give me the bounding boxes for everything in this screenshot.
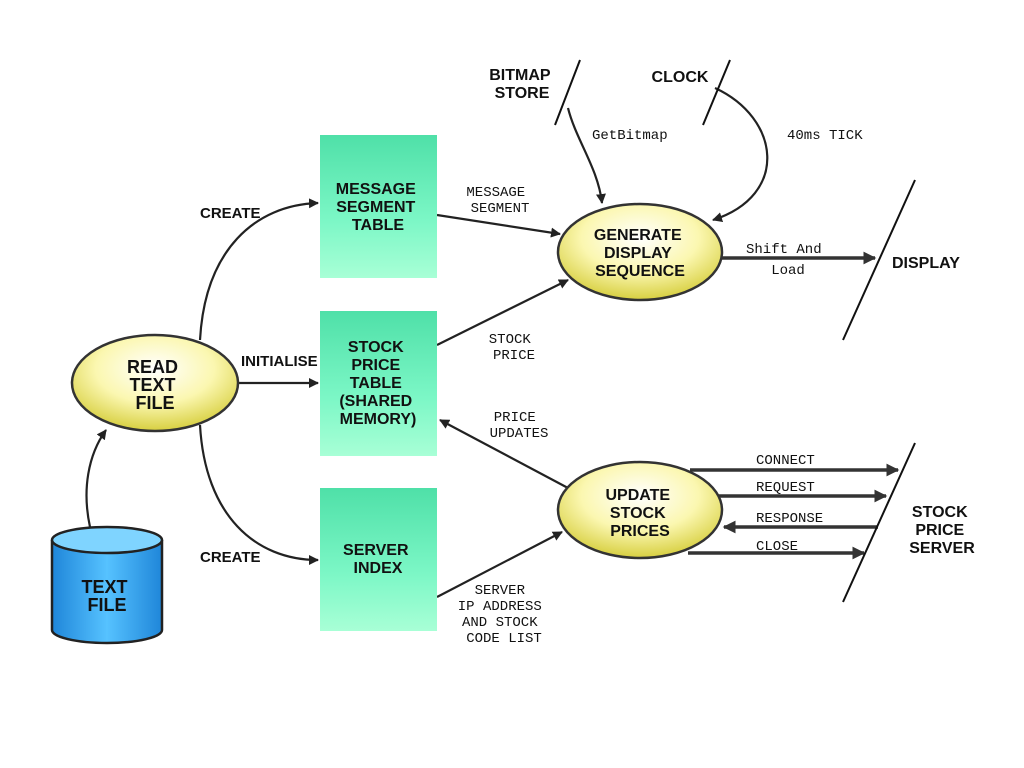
svg-text:UPDATE STOCK PRICE: UPDATE STOCK PRICES [605,487,674,540]
flow-label-response: RESPONSE [756,511,823,527]
read-text-file-label-3: FILE [136,393,175,413]
svg-text:TEXT FILE: TEXT FILE [81,577,132,615]
flow-label-price-updates-2: UPDATES [490,426,549,442]
generate-display-sequence-label-3: SEQUENCE [595,263,685,280]
stock-price-table-label-2: PRICE [351,357,400,374]
server-index-label-2: INDEX [354,560,403,577]
flow-label-stock-price-1: STOCK [489,332,532,348]
stock-price-table-label-3: TABLE [350,375,402,392]
stock-price-table-store: STOCK PRICE TABLE (SHARED MEMORY) [320,311,437,456]
bitmap-store-label: BITMAP STORE [489,67,555,102]
flow-label-shift-and-load-2: Load [771,263,805,279]
update-stock-prices-process: UPDATE STOCK PRICES [556,460,724,560]
flow-label-server-ip-2: IP ADDRESS [458,599,542,615]
flow-label-connect: CONNECT [756,453,815,469]
text-file-label-1: TEXT [81,577,127,597]
message-segment-table-store: MESSAGE SEGMENT TABLE [320,135,437,278]
flow-label-message-segment-2: SEGMENT [471,201,530,217]
stock-price-server-terminator-line [842,442,916,603]
flow-label-getbitmap: GetBitmap [592,128,668,144]
stock-price-table-label-4: (SHARED [339,393,412,410]
flow-label-create-bottom: CREATE [200,549,261,566]
generate-display-sequence-label-1: GENERATE [594,227,682,244]
message-segment-table-label-3: TABLE [352,217,404,234]
generate-display-sequence-label-2: DISPLAY [604,245,672,262]
read-text-file-label-1: READ [127,357,178,377]
flow-label-server-ip-3: AND STOCK [462,615,538,631]
read-text-file-process: READ TEXT FILE [70,333,240,433]
edge-stock-price [436,279,569,346]
edge-create-message-table [198,198,319,341]
stock-price-server-label-3: SERVER [909,540,975,557]
flow-label-initialise: INITIALISE [241,353,318,370]
svg-text:MESSAGE SEGMENT TA: MESSAGE SEGMENT TABLE [336,181,420,234]
flow-label-stock-price-2: PRICE [493,348,535,364]
update-stock-prices-label-3: PRICES [610,523,670,540]
edge-server-ip [436,531,563,598]
flow-label-server-ip-1: SERVER [475,583,526,599]
generate-display-sequence-process: GENERATE DISPLAY SEQUENCE [556,202,724,302]
edge-price-updates [439,419,569,489]
flow-label-message-segment-1: MESSAGE [466,185,525,201]
stock-price-server-label-2: PRICE [915,522,964,539]
flow-label-price-updates-1: PRICE [494,410,536,426]
bitmap-store-label-1: BITMAP [489,67,551,84]
stock-price-table-label-1: STOCK [348,339,404,356]
stock-price-server-label: STOCK PRICE SERVER [909,504,975,557]
display-label: DISPLAY [892,255,960,272]
flow-label-stock-price: STOCK PRICE [489,332,539,364]
edge-getbitmap [566,107,606,204]
update-stock-prices-label-2: STOCK [610,505,666,522]
flow-label-create-top: CREATE [200,205,261,222]
stock-price-server-label-1: STOCK [912,504,968,521]
flow-label-shift-and-load-1: Shift And [746,242,822,258]
svg-text:SERVER INDEX: SERVER INDEX [343,542,413,577]
svg-text:STOCK PRICE TABLE: STOCK PRICE TABLE (SHARED MEMORY) [339,339,416,428]
clock-label: CLOCK [652,69,709,86]
svg-text:READ TEXT FILE: READ TEXT FILE [127,357,183,413]
text-file-cylinder: TEXT FILE [50,525,164,645]
edge-create-server-index [198,424,319,565]
server-index-label-1: SERVER [343,542,409,559]
flow-label-request: REQUEST [756,480,815,496]
flow-label-server-ip: SERVER IP ADDRESS AND STOCK CODE LIST [458,583,550,647]
edge-message-segment [436,213,561,238]
edge-textfile-to-read [85,429,107,528]
edge-clock-tick [712,87,769,222]
stock-price-table-label-5: MEMORY) [340,411,417,428]
clock-terminator-line [702,59,731,126]
message-segment-table-label-2: SEGMENT [336,199,415,216]
flow-label-message-segment: MESSAGE SEGMENT [466,185,533,217]
update-stock-prices-label-1: UPDATE [605,487,670,504]
flow-label-tick: 40ms TICK [787,128,863,144]
svg-text:GENERATE DISPLAY S: GENERATE DISPLAY SEQUENCE [594,227,686,280]
read-text-file-label-2: TEXT [129,375,175,395]
display-terminator-line [842,179,916,341]
text-file-label-2: FILE [88,595,127,615]
flow-label-shift-and-load: Shift And Load [746,242,830,279]
flow-label-close: CLOSE [756,539,798,555]
message-segment-table-label-1: MESSAGE [336,181,416,198]
bitmap-store-terminator-line [554,59,581,126]
server-index-store: SERVER INDEX [320,488,437,631]
flow-label-price-updates: PRICE UPDATES [490,410,549,442]
flow-label-server-ip-4: CODE LIST [466,631,542,647]
bitmap-store-label-2: STORE [495,85,550,102]
